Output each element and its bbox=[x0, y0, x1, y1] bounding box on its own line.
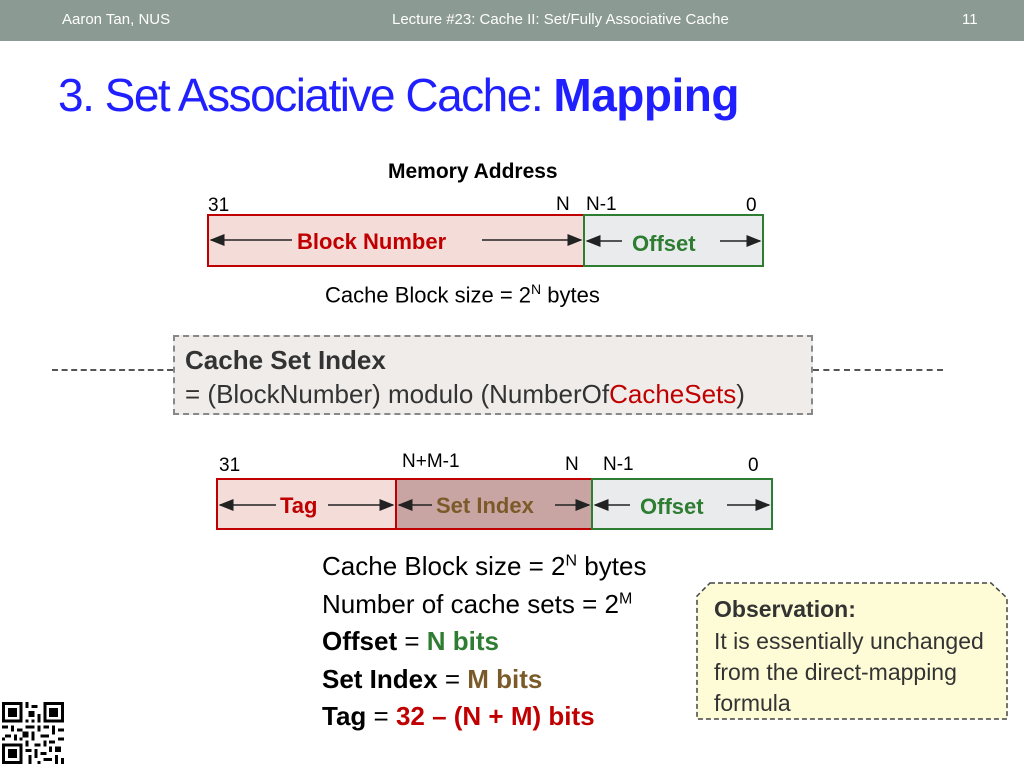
fact-num-sets-prefix: Number of cache sets = 2 bbox=[322, 589, 619, 619]
tag-label: Tag bbox=[280, 493, 318, 518]
observation-heading: Observation: bbox=[714, 596, 856, 622]
offset-field bbox=[583, 214, 764, 267]
split-bit-label-31: 31 bbox=[219, 455, 241, 476]
split-bit-label-n: N bbox=[565, 454, 579, 475]
split-offset-field bbox=[591, 478, 773, 530]
fact-tag-value: 32 – (N + M) bits bbox=[395, 701, 595, 731]
bit-label-31: 31 bbox=[208, 195, 230, 216]
split-bit-label-n-minus-1: N-1 bbox=[603, 454, 634, 475]
fact-set-index-label: Set Index bbox=[322, 664, 438, 694]
block-size-line: Cache Block size = 2N bytes bbox=[325, 281, 600, 308]
fact-block-size-exp: N bbox=[565, 552, 578, 570]
separator-left bbox=[52, 369, 173, 371]
set-index-field bbox=[395, 478, 593, 530]
offset-label: Offset bbox=[632, 231, 696, 256]
fact-block-size-prefix: Cache Block size = 2 bbox=[322, 551, 566, 581]
slide-title: 3. Set Associative Cache: Mapping bbox=[58, 68, 739, 122]
block-size-prefix: Cache Block size = 2 bbox=[325, 282, 532, 308]
slide-title-emphasis: Mapping bbox=[553, 69, 739, 121]
fact-block-size: Cache Block size = 2N bytes bbox=[322, 551, 646, 582]
slide-header: Aaron Tan, NUS Lecture #23: Cache II: Se… bbox=[0, 0, 1024, 41]
header-author: Aaron Tan, NUS bbox=[62, 11, 171, 28]
bit-label-n: N bbox=[556, 194, 570, 215]
fact-set-index: Set Index = M bits bbox=[322, 664, 542, 695]
fact-set-index-value: M bits bbox=[467, 664, 543, 694]
fact-offset-value: N bits bbox=[426, 626, 499, 656]
observation-note-shape bbox=[696, 582, 1008, 720]
qr-code-icon bbox=[2, 702, 64, 764]
fact-num-sets-exp: M bbox=[618, 590, 633, 608]
fact-tag: Tag = 32 – (N + M) bits bbox=[322, 701, 595, 732]
separator-right bbox=[813, 369, 943, 371]
block-number-label: Block Number bbox=[297, 229, 447, 254]
slide-title-prefix: 3. Set Associative Cache: bbox=[58, 69, 554, 121]
header-lecture-title: Lecture #23: Cache II: Set/Fully Associa… bbox=[392, 11, 729, 28]
memory-address-heading: Memory Address bbox=[388, 160, 558, 183]
bit-label-0: 0 bbox=[746, 195, 757, 216]
cache-set-index-formula: = (BlockNumber) modulo (NumberOfCacheSet… bbox=[185, 379, 745, 410]
cache-set-index-box: Cache Set Index = (BlockNumber) modulo (… bbox=[173, 335, 813, 415]
formula-suffix: ) bbox=[736, 379, 745, 409]
observation-body: It is essentially unchanged from the dir… bbox=[714, 628, 984, 716]
split-offset-label: Offset bbox=[640, 494, 704, 519]
block-size-exp: N bbox=[531, 281, 542, 297]
set-index-label: Set Index bbox=[436, 493, 534, 518]
formula-prefix: = (BlockNumber) modulo (NumberOf bbox=[185, 379, 610, 409]
bit-label-n-minus-1: N-1 bbox=[586, 194, 617, 215]
fact-tag-eq: = bbox=[366, 701, 396, 731]
fact-block-size-suffix: bytes bbox=[577, 551, 647, 581]
fact-offset-eq: = bbox=[397, 626, 427, 656]
block-size-suffix: bytes bbox=[541, 282, 600, 308]
header-page-number: 11 bbox=[962, 11, 978, 28]
fact-offset: Offset = N bits bbox=[322, 626, 499, 657]
split-bit-label-0: 0 bbox=[748, 455, 759, 476]
formula-highlight: CacheSets bbox=[609, 379, 737, 409]
observation-note: Observation: It is essentially unchanged… bbox=[696, 582, 1008, 720]
fact-num-sets: Number of cache sets = 2M bbox=[322, 589, 632, 620]
tag-field bbox=[216, 478, 397, 530]
fact-tag-label: Tag bbox=[322, 701, 367, 731]
bit-label-n-plus-m-minus-1: N+M-1 bbox=[402, 451, 460, 472]
fact-offset-label: Offset bbox=[322, 626, 398, 656]
fact-set-index-eq: = bbox=[437, 664, 468, 694]
cache-set-index-heading: Cache Set Index bbox=[185, 345, 386, 375]
